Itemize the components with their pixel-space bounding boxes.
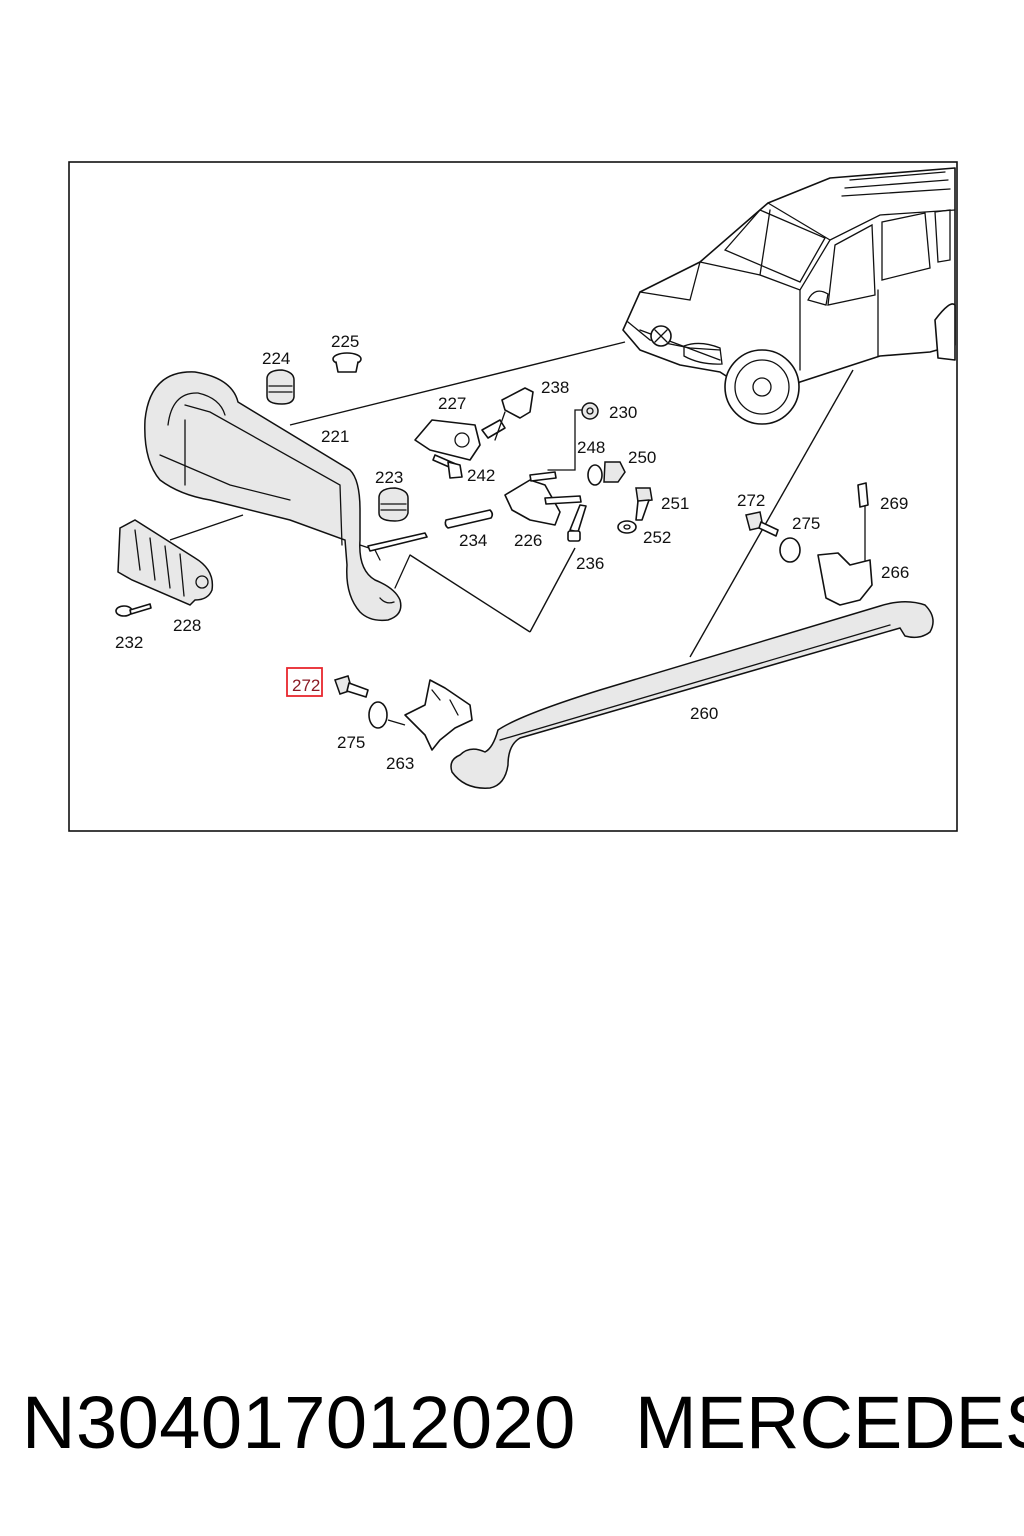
callout-269: 269 (880, 494, 908, 513)
bracket-227 (414, 419, 506, 461)
callout-221: 221 (321, 427, 349, 446)
screw-232 (115, 603, 152, 617)
bolt-272-right (745, 511, 779, 537)
vehicle-illustration (622, 167, 956, 425)
callout-272-right: 272 (737, 491, 765, 510)
clip-238 (494, 387, 534, 441)
washer-275-left (368, 701, 388, 729)
bracket-266 (817, 504, 873, 606)
callout-266: 266 (881, 563, 909, 582)
callout-227: 227 (438, 394, 466, 413)
callout-242: 242 (467, 466, 495, 485)
callout-260: 260 (690, 704, 718, 723)
pin-234 (444, 509, 494, 529)
washer-252 (617, 520, 637, 534)
callout-236: 236 (576, 554, 604, 573)
callout-275-right: 275 (792, 514, 820, 533)
bolt-251 (635, 487, 653, 521)
bracket-226 (504, 409, 586, 526)
washer-275-right (779, 537, 801, 563)
highlight-box (286, 667, 323, 697)
callout-272-highlighted: 272 (292, 676, 320, 695)
grommet-224 (266, 369, 295, 405)
diagram-frame (68, 161, 958, 832)
callout-252: 252 (643, 528, 671, 547)
callout-251: 251 (661, 494, 689, 513)
callout-224: 224 (262, 349, 290, 368)
part-number: N304017012020 (22, 1381, 576, 1464)
callout-230: 230 (609, 403, 637, 422)
callout-263: 263 (386, 754, 414, 773)
bracket-228 (117, 519, 214, 606)
callout-238: 238 (541, 378, 569, 397)
callout-232: 232 (115, 633, 143, 652)
callout-223: 223 (375, 468, 403, 487)
nut-250 (603, 461, 626, 483)
rear-bar-260 (450, 601, 934, 789)
clip-269 (857, 482, 869, 508)
callout-228: 228 (173, 616, 201, 635)
footer: N304017012020 MERCEDES (0, 1378, 1024, 1468)
bolt-272-left (334, 675, 369, 698)
bracket-263 (404, 679, 473, 751)
front-guard-221 (144, 371, 428, 622)
callout-250: 250 (628, 448, 656, 467)
callout-234: 234 (459, 531, 487, 550)
callout-225: 225 (331, 332, 359, 351)
nut-230 (581, 402, 599, 420)
plug-225 (332, 352, 362, 373)
callout-248: 248 (577, 438, 605, 457)
strap-236 (567, 504, 587, 542)
bolt-242 (432, 454, 463, 479)
brand-name: MERCEDES (635, 1381, 1024, 1464)
grommet-223 (378, 487, 409, 522)
washer-248 (587, 464, 603, 486)
callout-226: 226 (514, 531, 542, 550)
callout-275-left: 275 (337, 733, 365, 752)
